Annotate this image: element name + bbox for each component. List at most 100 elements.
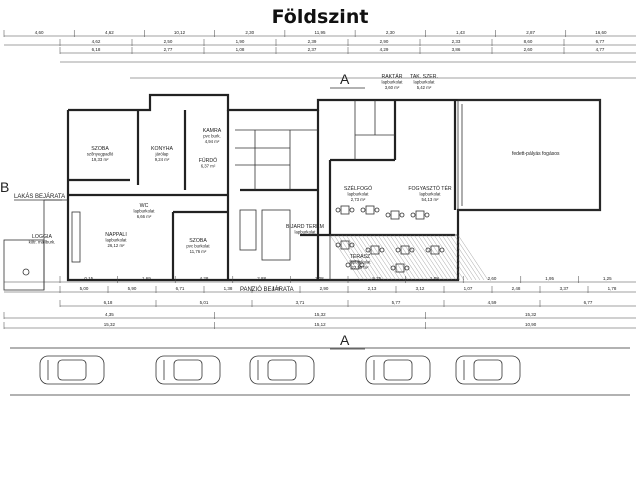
panzio-entrance-label: PANZIÓ BEJÁRATA <box>240 286 294 293</box>
room-label: SZOBA <box>189 238 207 244</box>
annex <box>457 99 601 211</box>
dimension-label: 1,95 <box>545 276 554 281</box>
dimension-label: 15,32 <box>314 312 326 317</box>
dimension-label: 10,90 <box>525 322 537 327</box>
dimension-label: 2,77 <box>164 47 173 52</box>
dimension-label: 1,08 <box>315 276 324 281</box>
dimension-label: 5,90 <box>128 286 137 291</box>
dimension-label: 4,29 <box>380 47 389 52</box>
dimension-label: 2,60 <box>488 276 497 281</box>
car-icon <box>455 355 521 385</box>
cabinet <box>239 209 257 251</box>
dimension-label: 6,77 <box>596 39 605 44</box>
dimension-label: 2,13 <box>368 286 377 291</box>
room-label: kőtr. mállburk. <box>29 240 56 245</box>
dimension-label: 1,69 <box>142 276 151 281</box>
dimension-label: 3,71 <box>296 300 305 305</box>
chair <box>345 262 351 268</box>
chair <box>374 207 380 213</box>
dimension-label: 15,32 <box>525 312 537 317</box>
annex-label: fedett-pályás fogásos <box>512 151 560 157</box>
room-label: FOGYASZTÓ TÉR <box>408 185 452 192</box>
room-label: 26,12 m² <box>108 243 126 248</box>
room-label: járólap <box>155 152 170 157</box>
room-label: SZOBA <box>91 146 109 152</box>
dimension-label: 10,12 <box>174 30 186 35</box>
chair <box>360 207 366 213</box>
room-label: WC <box>140 203 149 209</box>
dimension-label: 15,32 <box>104 322 116 327</box>
dimension-label: 4,60 <box>35 30 44 35</box>
room-label: 54,13 m² <box>422 197 440 202</box>
room-label: pvc burkolat <box>186 244 210 249</box>
room-label: 22,59 m² <box>352 265 370 270</box>
room-label: pvc burk. <box>203 134 220 139</box>
dimension-label: 6,77 <box>584 300 593 305</box>
furniture <box>22 205 445 276</box>
sofa <box>71 211 81 263</box>
room-label: FÜRDŐ <box>199 157 217 164</box>
room-label: lapburkolat <box>419 192 441 197</box>
lakas-entrance-label: LAKÁS BEJÁRATA <box>14 193 65 200</box>
dimension-label: 6,71 <box>176 286 185 291</box>
dimension-label: 15,12 <box>314 322 326 327</box>
dimension-label: 2,90 <box>380 39 389 44</box>
dimension-label: 1,38 <box>224 286 233 291</box>
chair <box>335 207 341 213</box>
dimension-label: 4,28 <box>200 276 209 281</box>
building-walls <box>66 93 602 282</box>
section-marker-a-top: A <box>340 71 350 87</box>
dimension-label: 3,12 <box>416 286 425 291</box>
table <box>400 245 410 255</box>
room-label: 3,60 m² <box>385 85 400 90</box>
table <box>395 263 405 273</box>
dimension-label: 3,86 <box>452 47 461 52</box>
dimension-label: 1,78 <box>608 286 617 291</box>
dimension-label: 1,90 <box>236 39 245 44</box>
table <box>340 205 350 215</box>
table <box>415 210 425 220</box>
room-label: lapburkolat <box>294 230 316 235</box>
chair <box>379 247 385 253</box>
chair <box>365 247 371 253</box>
dimension-label: 2,30 <box>245 30 254 35</box>
dimension-label: 4,62 <box>105 30 114 35</box>
dimension-label: 4,35 <box>105 312 114 317</box>
car-icon <box>249 355 315 385</box>
room-label: RAKTÁR <box>381 73 402 80</box>
dimension-label: 3,37 <box>560 286 569 291</box>
room-label: 9,24 m² <box>155 157 170 162</box>
table <box>350 260 360 270</box>
terrace-hatch <box>329 234 489 281</box>
chair <box>390 265 396 271</box>
dimension-label: 2,88 <box>257 276 266 281</box>
dimension-label: 1,07 <box>464 286 473 291</box>
dimension-label: 6,18 <box>92 47 101 52</box>
dimension-label: 4,77 <box>596 47 605 52</box>
plan-title: Földszint <box>271 6 369 28</box>
room-label: lapburkolat <box>349 260 371 265</box>
dimension-label: 2,33 <box>452 39 461 44</box>
dimension-label: 8,60 <box>524 39 533 44</box>
dimension-label: 2,39 <box>308 39 317 44</box>
chair <box>404 265 410 271</box>
room-label: TERASZ <box>350 254 370 260</box>
room-label: NAPPALI <box>105 232 127 238</box>
room-label: KONYHA <box>151 146 173 152</box>
room-label: 2,73 m² <box>351 197 366 202</box>
dimension-label: 2,87 <box>526 30 535 35</box>
loggia <box>3 199 68 291</box>
dimension-label: 5,00 <box>80 286 89 291</box>
room-label: LOGGIA <box>32 234 52 240</box>
dimension-label: 2,90 <box>320 286 329 291</box>
dimension-label: 0,15 <box>84 276 93 281</box>
table <box>340 240 350 250</box>
car-icon <box>155 355 221 385</box>
dimension-label: 5,75 <box>372 276 381 281</box>
chair <box>385 212 391 218</box>
chair <box>425 247 431 253</box>
